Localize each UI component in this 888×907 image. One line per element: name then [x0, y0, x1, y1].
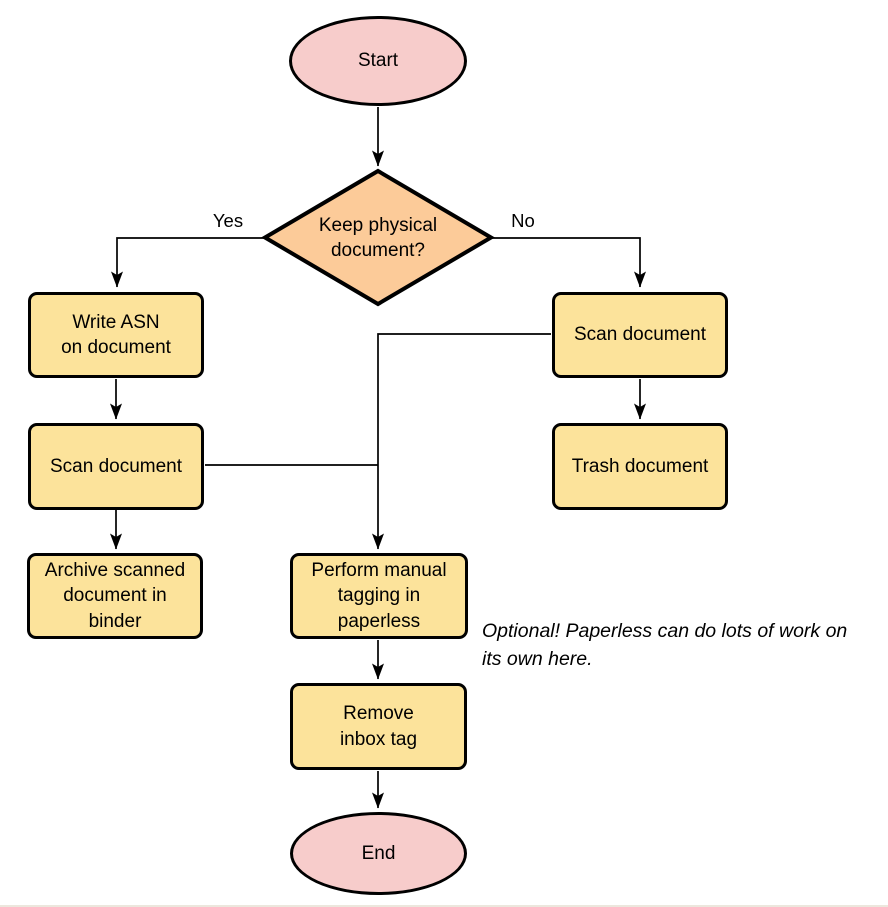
process-scan-document-left: Scan document: [28, 423, 204, 510]
process-archive-in-binder: Archive scanned document in binder: [27, 553, 203, 639]
edge-label-no: No: [511, 210, 535, 231]
process-write-asn-label: Write ASN on document: [61, 311, 171, 358]
process-remove-inbox-label: Remove inbox tag: [339, 703, 418, 750]
optional-note: Optional! Paperless can do lots of work …: [482, 620, 848, 670]
page-bottom-edge: [0, 905, 888, 907]
process-trash-document: Trash document: [552, 423, 728, 510]
process-write-asn: Write ASN on document: [28, 292, 204, 378]
process-manual-tagging: Perform manual tagging in paperless: [290, 553, 468, 639]
decision-node-label: Keep physical document?: [318, 214, 438, 261]
decision-node-shape: [261, 168, 495, 307]
start-node: Start: [289, 16, 467, 106]
process-scan-right-label: Scan document: [573, 324, 707, 346]
edge-decision-no-to-scan-right: [491, 237, 646, 288]
process-scan-document-right: Scan document: [552, 292, 728, 378]
end-node-label: End: [361, 842, 396, 864]
start-node-label: Start: [357, 50, 399, 72]
process-tagging-label: Perform manual tagging in paperless: [311, 560, 447, 632]
edge-decision-yes-to-write-asn: [111, 237, 265, 288]
process-trash-label: Trash document: [571, 455, 709, 477]
end-node: End: [290, 812, 467, 895]
edge-scan-right-to-tagging: [372, 333, 551, 550]
process-archive-label: Archive scanned document in binder: [44, 560, 186, 632]
process-scan-left-label: Scan document: [49, 455, 183, 477]
process-remove-inbox-tag: Remove inbox tag: [290, 683, 467, 770]
edge-label-yes: Yes: [212, 210, 244, 231]
